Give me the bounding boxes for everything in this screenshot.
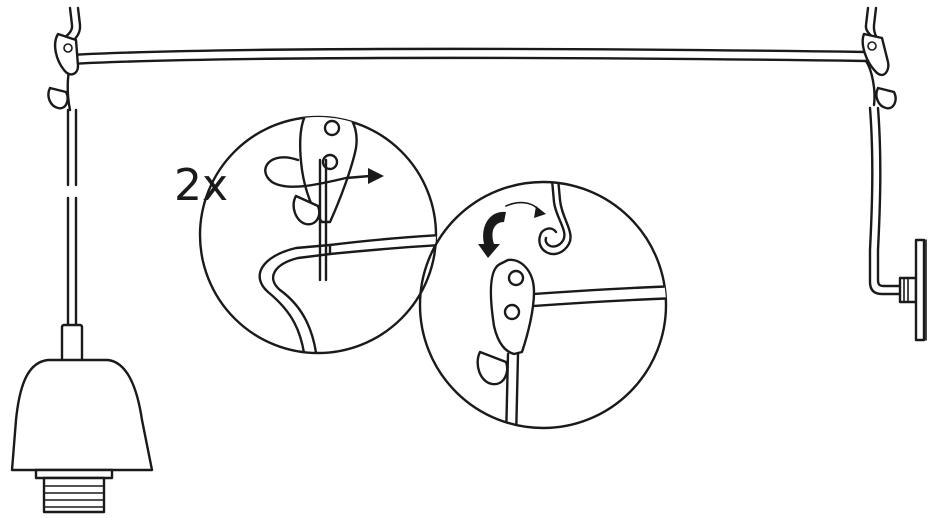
left-ceiling-hook-icon: [47, 6, 82, 110]
overhead-cord: [66, 47, 876, 112]
detail-circle-1: [198, 115, 438, 355]
repeat-count-label: 2x: [174, 160, 228, 211]
pendant-lamp-icon: [10, 323, 154, 514]
left-hanging-cord: [66, 108, 78, 327]
wall-plug-icon: [898, 238, 927, 342]
detail-circle-2: [418, 180, 668, 430]
right-ceiling-hook-icon: [861, 6, 897, 110]
right-cord: [868, 106, 902, 296]
